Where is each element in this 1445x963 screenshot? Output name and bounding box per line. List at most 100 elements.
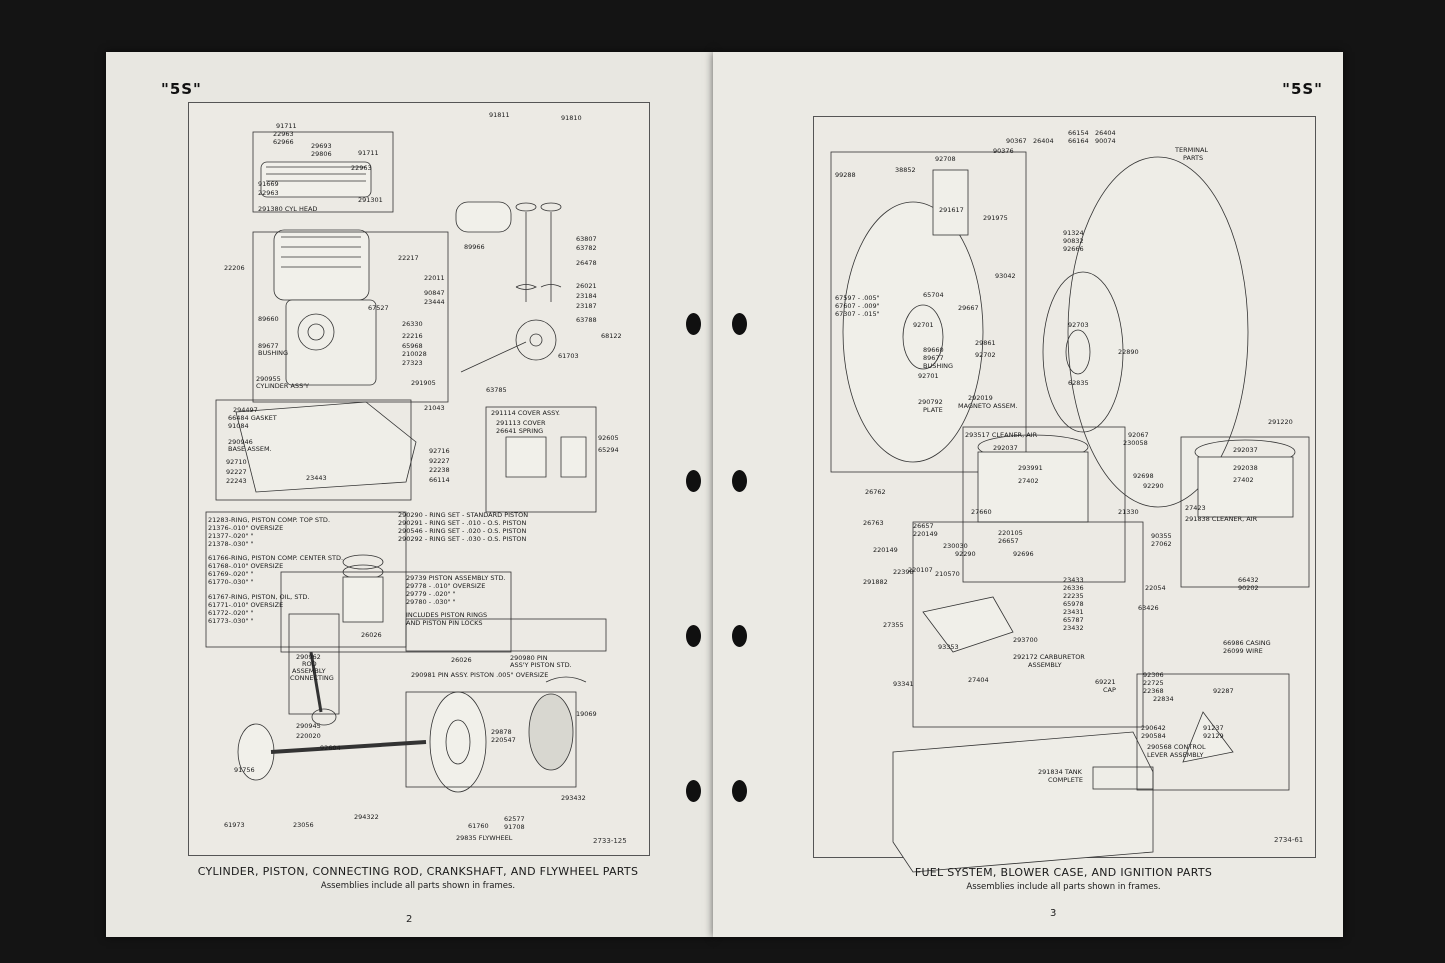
part-number: 63426	[1138, 604, 1159, 612]
piston-assembly-list: 29739 PISTON ASSEMBLY STD. 29778 - .010"…	[406, 574, 506, 627]
part-number: 230058	[1123, 439, 1148, 447]
part-number: 67607 - .009"	[835, 302, 880, 310]
part-number: 26336	[1063, 584, 1084, 592]
part-number: 93042	[995, 272, 1016, 280]
part-number: 29861	[975, 339, 996, 347]
part-number: 19069	[576, 710, 597, 718]
part-number: 23187	[576, 302, 597, 310]
part-number: 21043	[424, 404, 445, 412]
exploded-parts-diagram: 91811 91810 91711 22963 62966 29693 2980…	[205, 111, 622, 842]
part-number: LEVER ASSEMBLY	[1147, 751, 1203, 759]
part-number: 27423	[1185, 504, 1206, 512]
part-number: 91708	[504, 823, 525, 831]
part-number: 27062	[1151, 540, 1172, 548]
part-number: 291834 TANK	[1038, 768, 1083, 776]
part-number: 22216	[402, 332, 423, 340]
part-number: 291882	[863, 578, 888, 586]
part-number: 67307 - .015"	[835, 310, 880, 318]
part-number: 63782	[576, 244, 597, 252]
part-number: 290946	[228, 438, 253, 446]
part-number: 91711	[358, 149, 379, 157]
page-number: 2	[406, 914, 413, 925]
part-number: 65787	[1063, 616, 1084, 624]
part-number: 67527	[368, 304, 389, 312]
part-number: 90074	[1095, 137, 1116, 145]
part-number: 22054	[1145, 584, 1166, 592]
part-number: 63785	[486, 386, 507, 394]
part-number: 291301	[358, 196, 383, 204]
part-number: 92702	[975, 351, 996, 359]
part-number: 21330	[1118, 508, 1139, 516]
binder-hole	[686, 780, 701, 802]
part-number: 291220	[1268, 418, 1293, 426]
ring-entry: 61771-.010" OVERSIZE	[208, 601, 283, 609]
part-number: 26657	[998, 537, 1019, 545]
part-number: 210570	[935, 570, 960, 578]
model-tag: "5S"	[161, 80, 202, 98]
part-number: 92290	[1143, 482, 1164, 490]
part-number: 23432	[1063, 624, 1084, 632]
part-number: 291838 CLEANER, AIR	[1185, 515, 1258, 523]
part-number: 22235	[1063, 592, 1084, 600]
part-number: 92227	[429, 457, 450, 465]
part-number: 61703	[558, 352, 579, 360]
part-number: 292019	[968, 394, 993, 402]
part-number: 290955	[256, 375, 281, 383]
ring-entry: 61770-.030" "	[208, 578, 254, 586]
part-number: 22243	[226, 477, 247, 485]
part-number: 291113 COVER	[496, 419, 546, 427]
caption-title: FUEL SYSTEM, BLOWER CASE, AND IGNITION P…	[914, 866, 1213, 879]
part-number: 220105	[998, 529, 1023, 537]
part-number: PLATE	[923, 406, 943, 414]
part-number: 92666	[1063, 245, 1084, 253]
part-number: 22368	[1143, 687, 1164, 695]
ring-list: 21283-RING, PISTON COMP. TOP STD. 21376-…	[208, 516, 343, 625]
part-number: BASE ASSEM.	[228, 445, 272, 453]
part-number: 29878	[491, 728, 512, 736]
part-number: 22963	[258, 189, 279, 197]
part-number: 65294	[598, 446, 619, 454]
part-number: 90202	[1238, 584, 1259, 592]
part-number: 90847	[424, 289, 445, 297]
binder-hole	[686, 470, 701, 492]
part-number: 26021	[576, 282, 597, 290]
part-number: 92708	[935, 155, 956, 163]
part-number: 99288	[835, 171, 856, 179]
part-number: 22011	[424, 274, 445, 282]
piston-assy-entry: 29778 - .010" OVERSIZE	[406, 582, 485, 590]
part-number: 92703	[1068, 321, 1089, 329]
part-number: 22398	[893, 568, 914, 576]
part-number: 90367	[1006, 137, 1027, 145]
part-number: 22963	[273, 130, 294, 138]
part-number: 22206	[224, 264, 245, 272]
piston-assy-entry: 29739 PISTON ASSEMBLY STD.	[406, 574, 506, 582]
part-number: 62577	[504, 815, 525, 823]
piston-assy-entry: AND PISTON PIN LOCKS	[406, 619, 483, 627]
part-number: 290945	[296, 722, 321, 730]
binder-hole	[732, 313, 747, 335]
part-number: 91756	[234, 766, 255, 774]
part-number: 27402	[1233, 476, 1254, 484]
part-number: 26763	[863, 519, 884, 527]
part-number: PARTS	[1183, 154, 1203, 162]
part-number: 93353	[938, 643, 959, 651]
part-number: 27355	[883, 621, 904, 629]
piston-assy-entry: 29780 - .030" "	[406, 598, 456, 606]
part-number: 22890	[1118, 348, 1139, 356]
part-number: 291617	[939, 206, 964, 214]
part-number: 91810	[561, 114, 582, 122]
part-number: 89677	[923, 354, 944, 362]
part-number: BUSHING	[258, 349, 288, 357]
figure-caption: CYLINDER, PISTON, CONNECTING ROD, CRANKS…	[188, 865, 648, 891]
part-number: 26026	[361, 631, 382, 639]
ring-entry: 61768-.010" OVERSIZE	[208, 562, 283, 570]
part-number: 89677	[258, 342, 279, 350]
ring-entry: 61773-.030" "	[208, 617, 254, 625]
part-number: 29835 FLYWHEEL	[456, 834, 513, 842]
part-number: 69221	[1095, 678, 1116, 686]
binder-hole	[686, 313, 701, 335]
left-page: "5S"	[106, 52, 714, 937]
ring-set-entry: 290546 - RING SET - .020 - O.S. PISTON	[398, 527, 527, 535]
part-number: 23056	[293, 821, 314, 829]
ring-entry: 21378-.030" "	[208, 540, 254, 548]
